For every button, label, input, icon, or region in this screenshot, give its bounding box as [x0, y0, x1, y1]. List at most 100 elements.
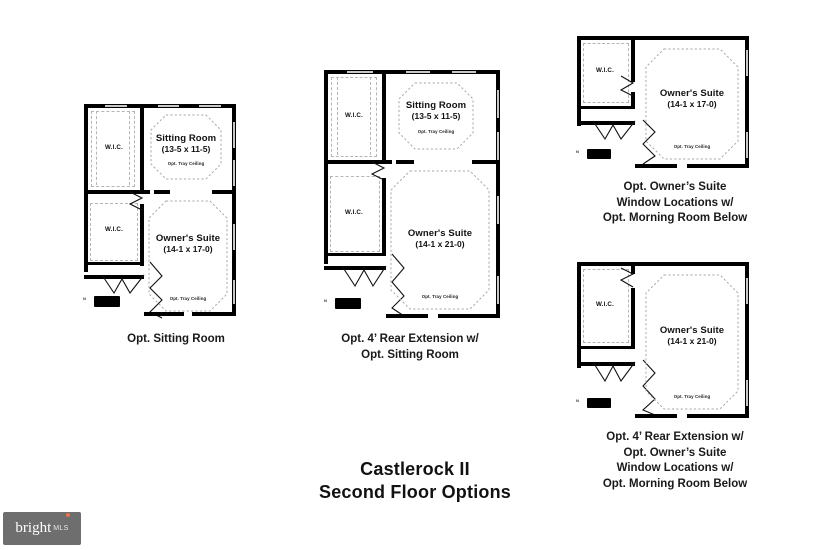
door-swing-double-entry — [592, 120, 636, 141]
compass-north-icon: N — [576, 149, 579, 154]
window-right-3 — [232, 224, 236, 250]
wall-bottom-2 — [438, 314, 496, 318]
wall-interior-horizontal-3 — [84, 275, 144, 279]
compass-north-icon: N — [83, 296, 86, 301]
wall-interior-vertical-1 — [382, 70, 386, 164]
owners-suite-name: Owner's Suite — [407, 228, 473, 239]
window-right-1 — [232, 122, 236, 148]
wall-left-lower — [324, 160, 328, 264]
owners-suite-name: Owner's Suite — [659, 325, 725, 336]
owners-suite-name: Owner's Suite — [659, 88, 725, 99]
wic-shelf-outline — [583, 269, 629, 343]
wall-interior-vertical-1 — [140, 104, 144, 194]
compass-north-icon: N — [576, 398, 579, 403]
wic-lower-label: W.I.C. — [344, 209, 364, 216]
door-swing-owners-suite — [391, 253, 405, 317]
wall-left — [577, 262, 581, 368]
caption-plan-4: Opt. 4’ Rear Extension w/ Opt. Owner’s S… — [602, 431, 748, 490]
stair-block — [335, 298, 361, 309]
owners-suite-name: Owner's Suite — [155, 233, 221, 244]
wall-bottom-1 — [144, 312, 184, 316]
wall-interior-vertical-0 — [631, 262, 635, 274]
owners-suite-tray-note: Opt. Tray Ceiling — [673, 144, 711, 149]
owners-suite-dimensions: (14-1 x 17-0) — [667, 99, 717, 109]
plan-rear-extension-sitting-room: N Sitting Room (13-5 x 11-5) Opt. Tray C… — [324, 70, 500, 318]
wic-upper-shelf-outline — [331, 77, 377, 157]
wall-interior-horizontal-2 — [324, 253, 386, 256]
wall-right — [745, 262, 749, 418]
wall-interior-vertical-2 — [140, 204, 144, 266]
window-right-1 — [745, 278, 749, 304]
wall-interior-horizontal-3 — [324, 266, 386, 270]
door-swing-double-entry — [101, 274, 145, 295]
window-top-3 — [199, 104, 221, 108]
sitting-room-tray-outline — [150, 114, 222, 180]
window-top-1 — [105, 104, 127, 108]
wall-bottom-2 — [192, 312, 236, 316]
wall-right — [496, 70, 500, 318]
wic-upper-shelf-outline — [91, 111, 135, 187]
sheet-title-line1: Castlerock II — [360, 459, 470, 479]
watermark-suffix: MLS — [53, 525, 69, 532]
watermark-brand: bright — [15, 520, 52, 536]
window-top-1 — [347, 70, 373, 74]
door-swing-wic-upper — [128, 191, 144, 211]
plan-rear-extension-window-locations: N Owner's Suite (14-1 x 21-0) Opt. Tray … — [576, 262, 749, 418]
sitting-room-name: Sitting Room — [155, 133, 217, 144]
wall-top — [577, 262, 749, 266]
wic-lower-shelf-outline — [330, 176, 380, 252]
sitting-room-tray-outline — [398, 82, 474, 150]
door-swing-owners-suite — [642, 119, 656, 165]
wic-label: W.I.C. — [595, 301, 615, 308]
wall-interior-horizontal-1 — [324, 160, 392, 164]
wall-top — [577, 36, 749, 40]
wall-left — [577, 36, 581, 126]
window-right-1 — [745, 50, 749, 76]
wall-interior-horizontal-1 — [84, 190, 150, 194]
window-top-2 — [406, 70, 430, 74]
owners-suite-tray-note: Opt. Tray Ceiling — [169, 296, 207, 301]
caption-plan-2: Opt. 4’ Rear Extension w/ Opt. Sitting R… — [341, 333, 479, 361]
window-right-2 — [745, 132, 749, 158]
door-swing-wic — [619, 75, 635, 97]
wall-interior-horizontal-2 — [577, 121, 635, 125]
bright-mls-watermark: bright MLS — [3, 512, 81, 545]
sitting-room-tray-note: Opt. Tray Ceiling — [417, 129, 455, 134]
plan-opt-sitting-room: N Sitting Room (13-5 x 11-5) Opt. Tray C… — [83, 104, 236, 319]
wall-interior-horizontal-1b — [154, 190, 170, 194]
stair-block — [94, 296, 120, 307]
wall-bottom-2 — [687, 414, 745, 418]
wall-interior-horizontal-1 — [577, 346, 635, 349]
stair-block — [587, 149, 611, 159]
window-right-2 — [496, 132, 500, 160]
caption-plan-3: Opt. Owner’s Suite Window Locations w/ O… — [602, 181, 748, 224]
door-swing-owners-suite — [641, 359, 656, 416]
wall-interior-vertical-1 — [631, 36, 635, 82]
plan-owners-suite-window-locations: N Owner's Suite (14-1 x 17-0) Opt. Tray … — [576, 36, 749, 168]
owners-suite-dimensions: (14-1 x 17-0) — [163, 244, 213, 254]
door-swing-double-entry — [341, 265, 387, 288]
window-right-2 — [232, 160, 236, 186]
window-right-3 — [496, 196, 500, 224]
wall-interior-horizontal-2 — [84, 262, 144, 265]
wall-interior-horizontal-1 — [577, 106, 635, 109]
sheet-title-line2: Second Floor Options — [319, 482, 511, 502]
wic-upper-label: W.I.C. — [104, 144, 124, 151]
owners-suite-tray-outline — [645, 48, 739, 160]
wall-bottom-2 — [687, 164, 745, 168]
wall-bottom-1 — [635, 414, 677, 418]
window-right-1 — [496, 90, 500, 118]
owners-suite-tray-outline — [390, 170, 490, 310]
door-swing-double-entry — [592, 361, 636, 383]
owners-suite-tray-outline — [148, 200, 228, 312]
sitting-room-name: Sitting Room — [405, 100, 467, 111]
wic-shelf-outline — [583, 43, 629, 103]
sitting-room-tray-note: Opt. Tray Ceiling — [167, 161, 205, 166]
wic-lower-shelf-outline — [90, 203, 138, 261]
wall-bottom-1 — [386, 314, 428, 318]
door-swing-wic-upper — [370, 161, 386, 181]
compass-north-icon: N — [324, 298, 327, 303]
owners-suite-tray-note: Opt. Tray Ceiling — [673, 394, 711, 399]
wall-right — [745, 36, 749, 168]
wic-upper-shelf-inner — [96, 111, 130, 185]
